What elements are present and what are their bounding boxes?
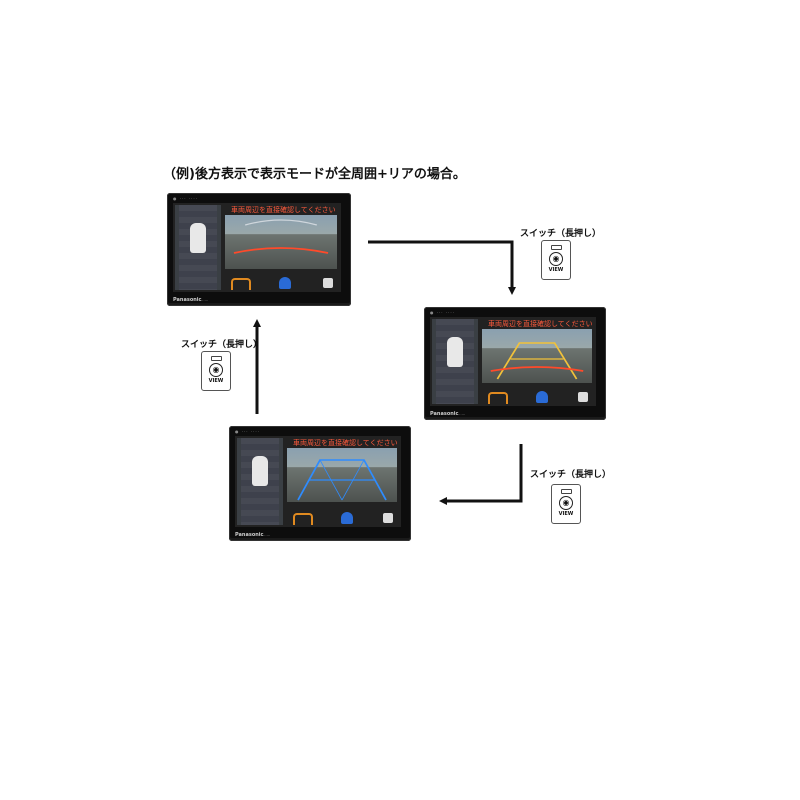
button-row [225, 276, 337, 290]
car-icon [252, 456, 268, 486]
rear-camera-view [482, 329, 592, 383]
warning-text: 車両周辺を直接確認してください [488, 320, 593, 328]
monitor-view-3: ● ··· ···· 車両周辺を直接確認してください Panasonic ···… [229, 426, 411, 541]
car-icon [447, 337, 463, 367]
aerial-view [237, 438, 283, 525]
settings-icon [383, 513, 393, 523]
camera-icon: ◉ [549, 252, 563, 266]
view-button-text: VIEW [548, 267, 564, 273]
brand-label: Panasonic [430, 411, 459, 417]
view-switch[interactable]: ◉ VIEW [201, 351, 231, 391]
button-row [287, 511, 397, 525]
button-row [482, 390, 592, 404]
brand-label: Panasonic [173, 297, 202, 303]
indicator-slot [551, 245, 562, 250]
guide-line-icon [293, 513, 313, 525]
guide-line-icon [231, 278, 251, 290]
guide-line-icon [488, 392, 508, 404]
monitor-screen: 車両周辺を直接確認してください [235, 436, 401, 527]
car-icon [190, 223, 206, 253]
settings-icon [578, 392, 588, 402]
model-label: ········· [454, 412, 466, 417]
switch-label: スイッチ（長押し） [181, 340, 263, 350]
arrow-2-to-3 [439, 444, 523, 505]
monitor-screen: 車両周辺を直接確認してください [430, 317, 596, 406]
camera-icon: ◉ [209, 363, 223, 377]
monitor-view-1: ● ··· ···· 車両周辺を直接確認してください Panasonic ···… [167, 193, 351, 306]
camera-icon: ◉ [559, 496, 573, 510]
model-label: ········· [259, 533, 271, 538]
settings-icon [323, 278, 333, 288]
view-button-text: VIEW [208, 378, 224, 384]
view-switch[interactable]: ◉ VIEW [551, 484, 581, 524]
model-label: ········· [197, 298, 209, 303]
rear-camera-view [287, 448, 397, 502]
warning-text: 車両周辺を直接確認してください [293, 439, 398, 447]
view-switch[interactable]: ◉ VIEW [541, 240, 571, 280]
switch-label: スイッチ（長押し） [530, 470, 612, 480]
person-icon [536, 391, 548, 403]
brand-label: Panasonic [235, 532, 264, 538]
arrow-1-to-2 [368, 240, 516, 295]
person-icon [279, 277, 291, 289]
aerial-view [432, 319, 478, 404]
caption: （例)後方表示で表示モードが全周囲+リアの場合。 [163, 167, 466, 182]
person-icon [341, 512, 353, 524]
switch-label: スイッチ（長押し） [520, 229, 602, 239]
monitor-topbar: ● ··· ···· [430, 310, 455, 315]
monitor-topbar: ● ··· ···· [235, 429, 260, 434]
indicator-slot [561, 489, 572, 494]
view-button-text: VIEW [558, 511, 574, 517]
monitor-topbar: ● ··· ···· [173, 196, 198, 201]
monitor-screen: 車両周辺を直接確認してください [173, 203, 341, 292]
monitor-view-2: ● ··· ···· 車両周辺を直接確認してください Panasonic ···… [424, 307, 606, 420]
rear-camera-view [225, 215, 337, 269]
indicator-slot [211, 356, 222, 361]
aerial-view [175, 205, 221, 290]
warning-text: 車両周辺を直接確認してください [231, 206, 336, 214]
